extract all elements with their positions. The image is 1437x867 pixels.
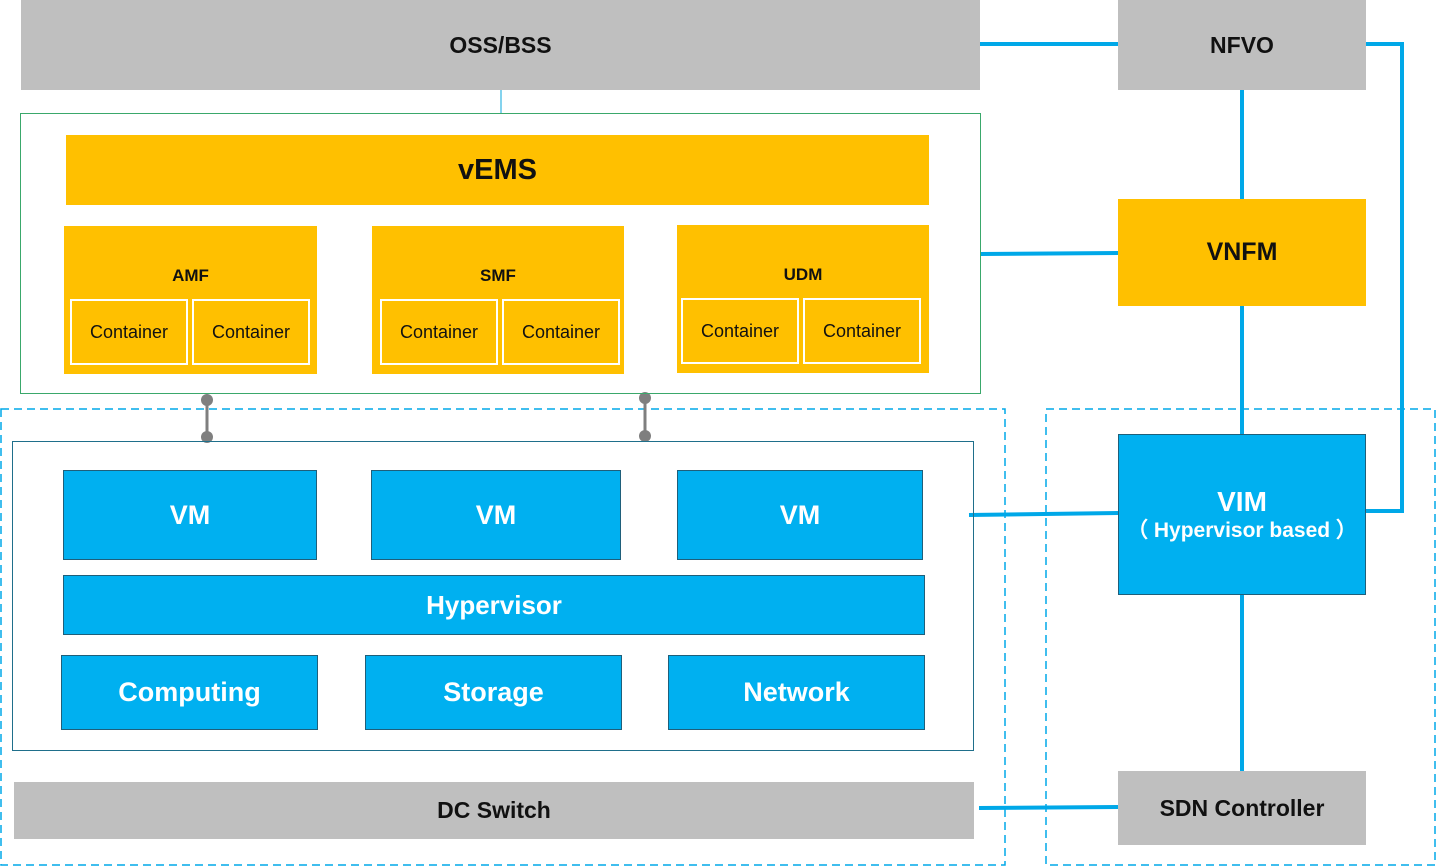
- vems-box: vEMS: [66, 135, 929, 205]
- hypervisor-box: Hypervisor: [63, 575, 925, 635]
- dc-switch-label: DC Switch: [437, 797, 551, 823]
- vnf-nfvi-connector-left: [201, 394, 213, 443]
- udm-label: UDM: [783, 265, 823, 284]
- smf-container-1: Container: [380, 299, 498, 365]
- smf-container-2: Container: [502, 299, 620, 365]
- link-nfvo-vim: [1366, 42, 1404, 513]
- vm-box-1: VM: [63, 470, 317, 560]
- nfvo-label: NFVO: [1210, 31, 1274, 58]
- network-box: Network: [668, 655, 925, 730]
- oss-bss-label: OSS/BSS: [449, 31, 552, 58]
- amf-box: AMF Container Container: [64, 226, 317, 374]
- nfvi-dashed-boundary: [0, 408, 1006, 866]
- computing-box: Computing: [61, 655, 318, 730]
- amf-container-2: Container: [192, 299, 310, 365]
- nfvi-frame: [12, 441, 974, 751]
- vm-label-2: VM: [475, 499, 517, 530]
- vnfm-box: VNFM: [1118, 199, 1366, 306]
- vnfm-label: VNFM: [1206, 238, 1278, 266]
- vm-label-1: VM: [169, 499, 211, 530]
- dc-switch-box: DC Switch: [14, 782, 974, 839]
- oss-bss-box: OSS/BSS: [21, 0, 980, 90]
- amf-container-1: Container: [70, 299, 188, 365]
- hypervisor-label: Hypervisor: [426, 589, 562, 620]
- udm-container-2: Container: [803, 298, 921, 364]
- link-nfvi-vim: [968, 511, 1119, 517]
- amf-label: AMF: [172, 266, 209, 285]
- vm-label-3: VM: [779, 499, 821, 530]
- vim-box: VIM （ Hypervisor based ）: [1118, 434, 1366, 595]
- vim-dashed-boundary: [1045, 408, 1436, 866]
- udm-box: UDM Container Container: [677, 225, 929, 373]
- link-dcswitch-sdn: [978, 805, 1119, 810]
- smf-label: SMF: [480, 266, 516, 285]
- storage-box: Storage: [365, 655, 622, 730]
- sdn-controller-box: SDN Controller: [1118, 771, 1366, 845]
- vnf-nfvi-connector-right: [639, 392, 651, 442]
- sdn-controller-label: SDN Controller: [1159, 794, 1325, 821]
- vm-box-2: VM: [371, 470, 621, 560]
- smf-box: SMF Container Container: [372, 226, 624, 374]
- vim-subtitle: （ Hypervisor based ）: [1127, 518, 1357, 542]
- network-label: Network: [743, 677, 850, 707]
- vems-label: vEMS: [458, 153, 537, 186]
- nfvo-box: NFVO: [1118, 0, 1366, 90]
- vim-label: VIM: [1217, 486, 1267, 518]
- computing-label: Computing: [118, 677, 261, 707]
- udm-container-1: Container: [681, 298, 799, 364]
- link-vnf-vnfm: [979, 251, 1119, 256]
- storage-label: Storage: [443, 677, 544, 707]
- vnf-frame: [20, 113, 981, 394]
- vm-box-3: VM: [677, 470, 923, 560]
